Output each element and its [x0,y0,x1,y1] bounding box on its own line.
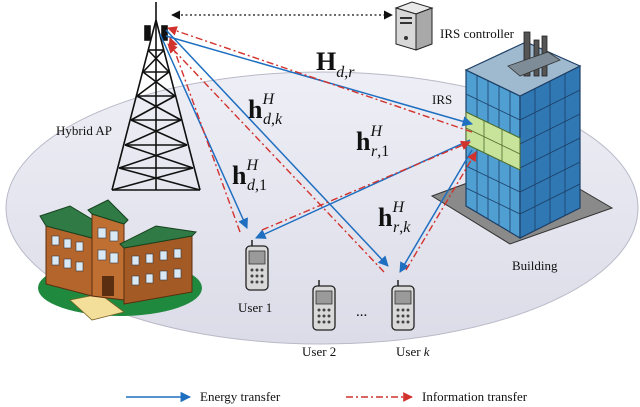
building-icon [430,31,614,245]
channel-hr1: hH [356,123,383,156]
energy-link-ap-userk [165,29,389,267]
legend-info-label: Information transfer [422,389,528,404]
info-link-irs-ap [167,26,473,133]
irs-panel [465,111,521,171]
info-link-user1-ap [168,37,241,233]
user2-label: User 2 [302,344,336,359]
userk-label: User k [396,344,430,359]
channel-hd1: hH [232,157,259,190]
irs-controller-icon [394,1,434,51]
energy-link-irs-userk [399,149,473,273]
channel-hd1-sub: d,1 [247,177,267,194]
channel-hdk-sub: d,k [263,111,283,128]
users-ellipsis: ... [356,304,367,320]
hybrid-ap-label: Hybrid AP [56,123,112,138]
irs-controller-label: IRS controller [440,26,515,41]
hybrid-ap-tower-icon [111,2,201,191]
channel-hdk: hH [248,91,275,124]
channel-Hdr: Hd,r [316,47,355,81]
user1-phone-icon [245,240,269,291]
building-label: Building [512,258,558,273]
legend: Energy transfer Information transfer [126,389,528,404]
house-icon [38,199,202,321]
user2-phone-icon [312,280,336,331]
userk-phone-icon [391,280,415,331]
legend-energy-label: Energy transfer [200,389,281,404]
channel-hrk-sub: r,k [393,219,411,236]
energy-link-irs-user1 [255,139,471,239]
user1-label: User 1 [238,300,272,315]
irs-label: IRS [432,92,452,107]
channel-hrk: hH [378,199,405,232]
info-link-userk-ap [167,43,385,273]
channel-hr1-sub: r,1 [371,143,389,160]
